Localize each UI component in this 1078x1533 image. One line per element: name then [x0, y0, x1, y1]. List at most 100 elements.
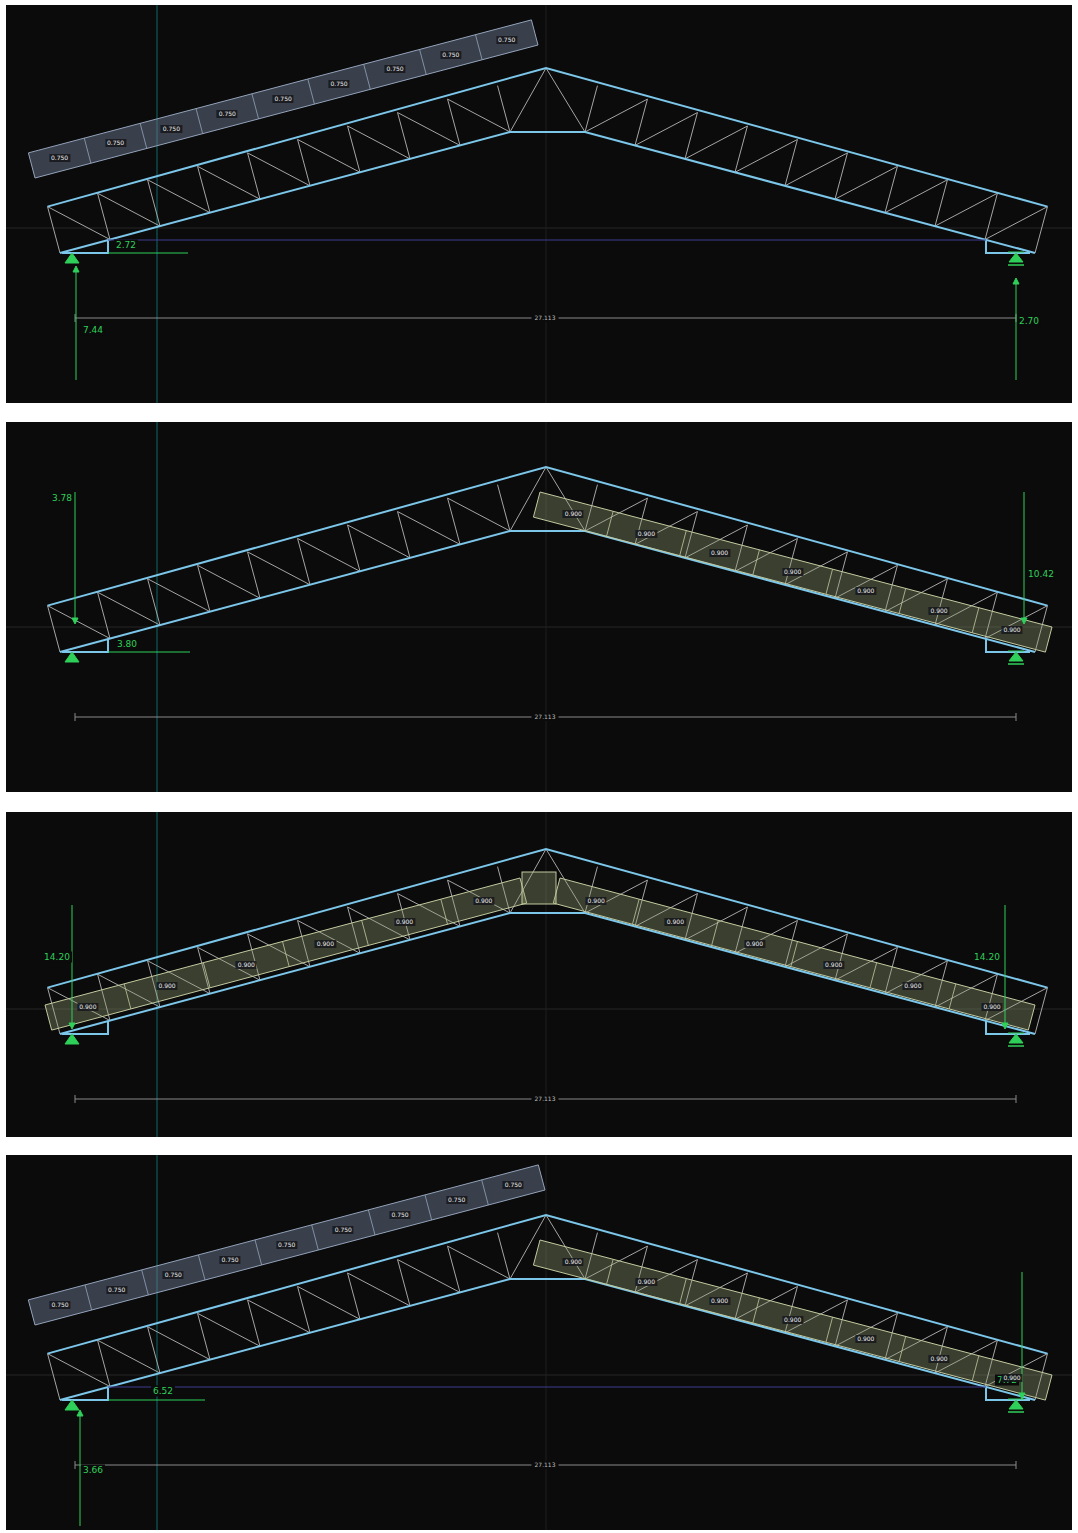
- load-value: 0.750: [217, 110, 238, 118]
- truss-web: [398, 1260, 410, 1306]
- truss-web: [935, 193, 997, 226]
- load-band-divider: [607, 1259, 614, 1284]
- bearing-bracket: [62, 639, 108, 652]
- roller-line: [1008, 1411, 1024, 1413]
- reaction-value: 7.44: [81, 325, 105, 336]
- load-band: [45, 878, 527, 1030]
- guide-line: [157, 422, 158, 792]
- load-band-divider: [198, 1255, 205, 1280]
- load-value: 0.900: [823, 961, 844, 969]
- truss-web: [685, 113, 697, 159]
- span-dimension: 27.113: [532, 713, 559, 721]
- load-value: 0.900: [236, 961, 257, 969]
- truss-web: [585, 86, 597, 132]
- load-band-divider: [632, 899, 639, 924]
- reaction-arrow: [108, 1400, 205, 1401]
- truss-web: [148, 180, 160, 226]
- truss-web: [348, 126, 360, 172]
- truss-web: [498, 1233, 510, 1279]
- load-value: 0.900: [157, 982, 178, 990]
- reaction-value: 14.20: [42, 952, 72, 963]
- load-band-divider: [283, 942, 290, 967]
- load-value: 0.750: [446, 1196, 467, 1204]
- truss-web: [198, 1313, 260, 1346]
- load-band-divider: [441, 899, 448, 924]
- load-band-divider: [870, 963, 877, 988]
- truss-web: [448, 99, 460, 145]
- top-chord: [48, 467, 1048, 606]
- truss-web: [148, 579, 210, 612]
- reaction-arrow: [75, 492, 76, 618]
- load-value: 0.900: [394, 918, 415, 926]
- truss-web: [198, 565, 210, 611]
- roller-line: [1008, 1045, 1024, 1047]
- load-band-divider: [826, 569, 833, 594]
- truss-web: [248, 552, 310, 585]
- load-value: 0.750: [49, 1301, 70, 1309]
- span-dimension: 27.113: [532, 1461, 559, 1469]
- load-band-divider: [84, 138, 91, 163]
- truss-web: [148, 1327, 160, 1373]
- load-band-divider: [308, 79, 315, 104]
- reaction-arrowhead: [73, 266, 79, 272]
- load-band-divider: [680, 1279, 687, 1304]
- load-band-divider: [196, 109, 203, 134]
- load-value: 0.750: [440, 51, 461, 59]
- load-value: 0.750: [503, 1181, 524, 1189]
- load-band-divider: [680, 531, 687, 556]
- truss-web: [735, 139, 797, 172]
- load-band-divider: [753, 1298, 760, 1323]
- reaction-arrow: [108, 253, 188, 254]
- roller-support: [1009, 253, 1023, 262]
- truss-web: [248, 153, 310, 186]
- load-band-divider: [899, 588, 906, 613]
- load-band: [28, 1165, 545, 1325]
- reaction-value: 3.66: [81, 1465, 105, 1476]
- load-band-divider: [753, 550, 760, 575]
- load-value: 0.900: [928, 1355, 949, 1363]
- truss-web: [348, 525, 360, 571]
- truss-web: [448, 1246, 460, 1292]
- load-value: 0.900: [636, 530, 657, 538]
- truss-web: [348, 1273, 360, 1319]
- truss-web: [735, 126, 747, 172]
- truss-web: [198, 166, 260, 199]
- truss-web: [48, 606, 60, 652]
- truss-web: [48, 207, 110, 240]
- pin-support: [65, 1400, 79, 1410]
- load-band-divider: [368, 1210, 375, 1235]
- guide-line: [6, 627, 1072, 628]
- load-band-divider: [203, 963, 210, 988]
- dimension-tick: [1016, 1095, 1017, 1103]
- load-band-divider: [140, 123, 147, 148]
- load-value: 0.900: [315, 940, 336, 948]
- load-band-divider: [899, 1336, 906, 1361]
- reaction-arrow: [108, 652, 190, 653]
- truss-web: [398, 113, 410, 159]
- truss-web: [1035, 988, 1047, 1034]
- truss-web: [448, 99, 510, 132]
- truss-web: [298, 538, 310, 584]
- truss-web: [498, 86, 510, 132]
- load-value: 0.900: [782, 568, 803, 576]
- truss-web: [398, 113, 460, 146]
- roller-support: [1009, 652, 1023, 661]
- truss-web: [48, 1354, 60, 1400]
- load-band: [533, 1240, 1052, 1400]
- truss-web: [148, 579, 160, 625]
- span-line: [108, 240, 986, 241]
- guide-line: [546, 1155, 547, 1530]
- load-band-divider: [475, 35, 482, 60]
- truss-web: [98, 592, 160, 625]
- load-band-divider: [791, 942, 798, 967]
- load-value: 0.900: [473, 897, 494, 905]
- roller-line: [1008, 264, 1024, 266]
- roller-line: [1008, 651, 1024, 652]
- truss-web: [298, 538, 360, 571]
- truss-web: [48, 1354, 110, 1387]
- roller-support: [1009, 1400, 1023, 1409]
- dimension-tick: [75, 1095, 76, 1103]
- roller-line: [1008, 663, 1024, 665]
- bearing-bracket: [986, 240, 1030, 253]
- span-line: [108, 1387, 986, 1388]
